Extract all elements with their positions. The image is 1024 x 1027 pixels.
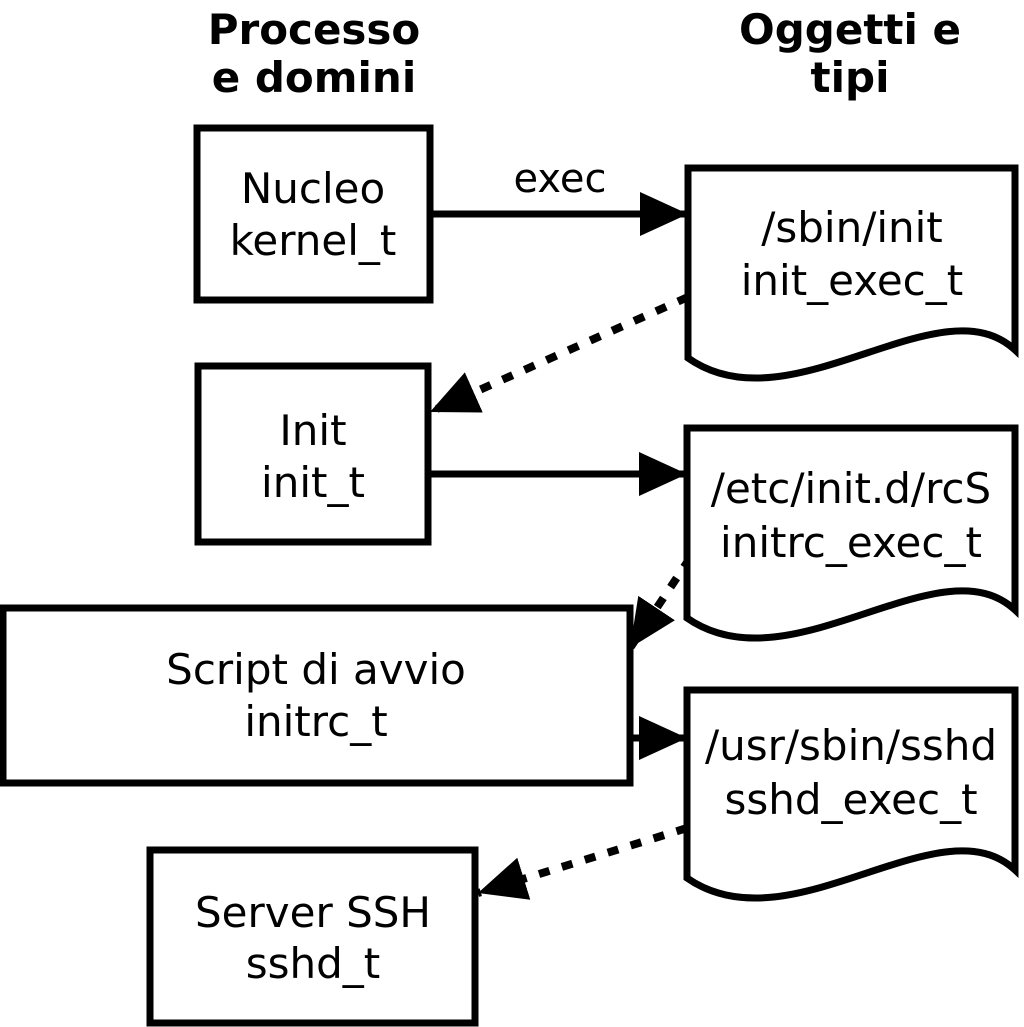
process-label: Server SSH [195, 888, 431, 937]
process-label: Script di avvio [166, 645, 466, 694]
edge-sshd-exec-to-sshd [476, 824, 689, 900]
object-type: sshd_exec_t [724, 775, 977, 824]
object-type: initrc_exec_t [720, 518, 982, 567]
process-box-rect [193, 124, 434, 304]
dotted-arrow [626, 555, 694, 651]
process-box-rect [0, 604, 634, 787]
edge-initrc-exec-to-initrc [626, 555, 694, 651]
document-shape [683, 686, 1019, 902]
object-doc-usr-sbin-sshd: /usr/sbin/sshd sshd_exec_t [683, 686, 1019, 902]
column-header-right: Oggetti e tipi [739, 5, 961, 102]
document-shape [684, 164, 1019, 382]
process-box-rect [146, 846, 479, 1027]
object-type: init_exec_t [741, 256, 964, 305]
dotted-arrow [476, 824, 689, 900]
process-domain: init_t [261, 458, 365, 507]
object-path: /sbin/init [761, 203, 943, 252]
process-box-nucleo: Nucleo kernel_t [193, 124, 434, 304]
right-header-line2: tipi [811, 53, 890, 102]
process-domain: kernel_t [230, 216, 397, 265]
column-header-left: Processo e domini [208, 5, 421, 102]
left-header-line2: e domini [212, 53, 416, 102]
edge-kernel-to-init-exec: exec [428, 156, 688, 236]
process-box-script-di-avvio: Script di avvio initrc_t [0, 604, 634, 787]
object-doc-etc-initd-rcs: /etc/init.d/rcS initrc_exec_t [683, 424, 1019, 642]
object-path: /etc/init.d/rcS [711, 464, 991, 513]
process-domain: initrc_t [244, 697, 387, 746]
object-doc-sbin-init: /sbin/init init_exec_t [684, 164, 1019, 382]
document-shape [683, 424, 1019, 642]
process-label: Init [279, 406, 346, 455]
left-header-line1: Processo [208, 5, 421, 54]
object-path: /usr/sbin/sshd [705, 721, 997, 770]
process-box-server-ssh: Server SSH sshd_t [146, 846, 479, 1027]
process-box-rect [194, 362, 432, 546]
edge-init-exec-to-init [428, 293, 690, 416]
edge-label-exec: exec [514, 156, 607, 202]
process-box-init: Init init_t [194, 362, 432, 546]
right-header-line1: Oggetti e [739, 5, 961, 54]
process-domain: sshd_t [246, 939, 381, 988]
dotted-arrow [428, 293, 690, 416]
process-label: Nucleo [241, 164, 385, 213]
